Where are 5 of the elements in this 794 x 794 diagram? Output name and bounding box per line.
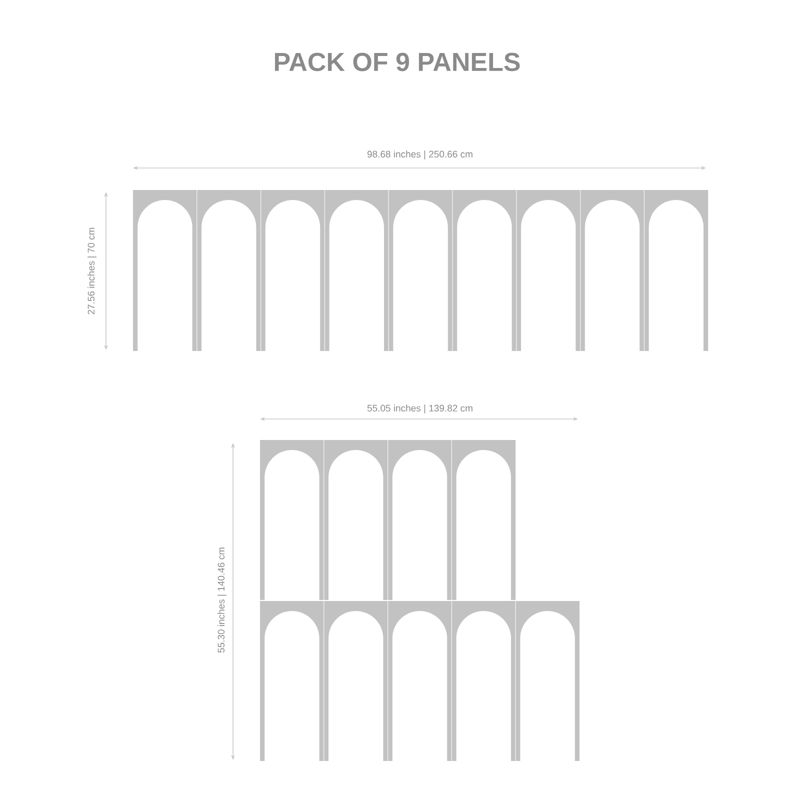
dimension-label: 55.05 inches | 139.82 cm (367, 404, 472, 414)
title: PACK OF 9 PANELS (275, 52, 520, 72)
dimension-label: 98.68 inches | 250.66 cm (367, 150, 472, 160)
dimension-label: 27.56 inches | 70 cm (88, 228, 96, 314)
dimension-label: 55.30 inches | 140.46 cm (218, 548, 226, 653)
